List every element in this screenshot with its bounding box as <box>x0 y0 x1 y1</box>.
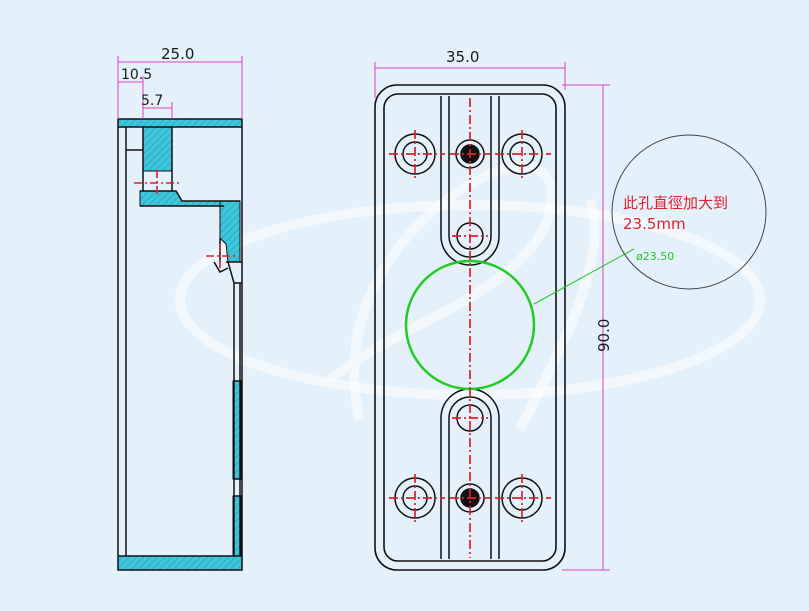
side-center-lines <box>134 170 236 270</box>
dim-side-overall-width: 25.0 <box>161 45 194 63</box>
front-center-lines <box>389 98 551 558</box>
callout: 此孔直徑加大到 23.5mm ø23.50 <box>533 134 767 305</box>
callout-note-line1: 此孔直徑加大到 <box>623 194 728 212</box>
side-dimension-lines <box>117 56 243 119</box>
front-view: 35.0 90.0 <box>374 48 613 571</box>
callout-leader-line <box>533 248 635 305</box>
front-dimension-lines <box>374 62 610 571</box>
side-view-outline <box>117 118 243 571</box>
callout-note-line2: 23.5mm <box>623 215 686 233</box>
side-view: 25.0 10.5 5.7 <box>117 45 243 571</box>
dim-side-slot-width: 5.7 <box>141 93 163 109</box>
callout-bubble <box>611 134 767 290</box>
dim-side-step-width: 10.5 <box>121 67 152 83</box>
dim-front-width: 35.0 <box>446 48 479 66</box>
dim-front-height: 90.0 <box>595 319 613 352</box>
hole-diameter-label: ø23.50 <box>636 250 674 263</box>
front-outline <box>374 84 566 571</box>
